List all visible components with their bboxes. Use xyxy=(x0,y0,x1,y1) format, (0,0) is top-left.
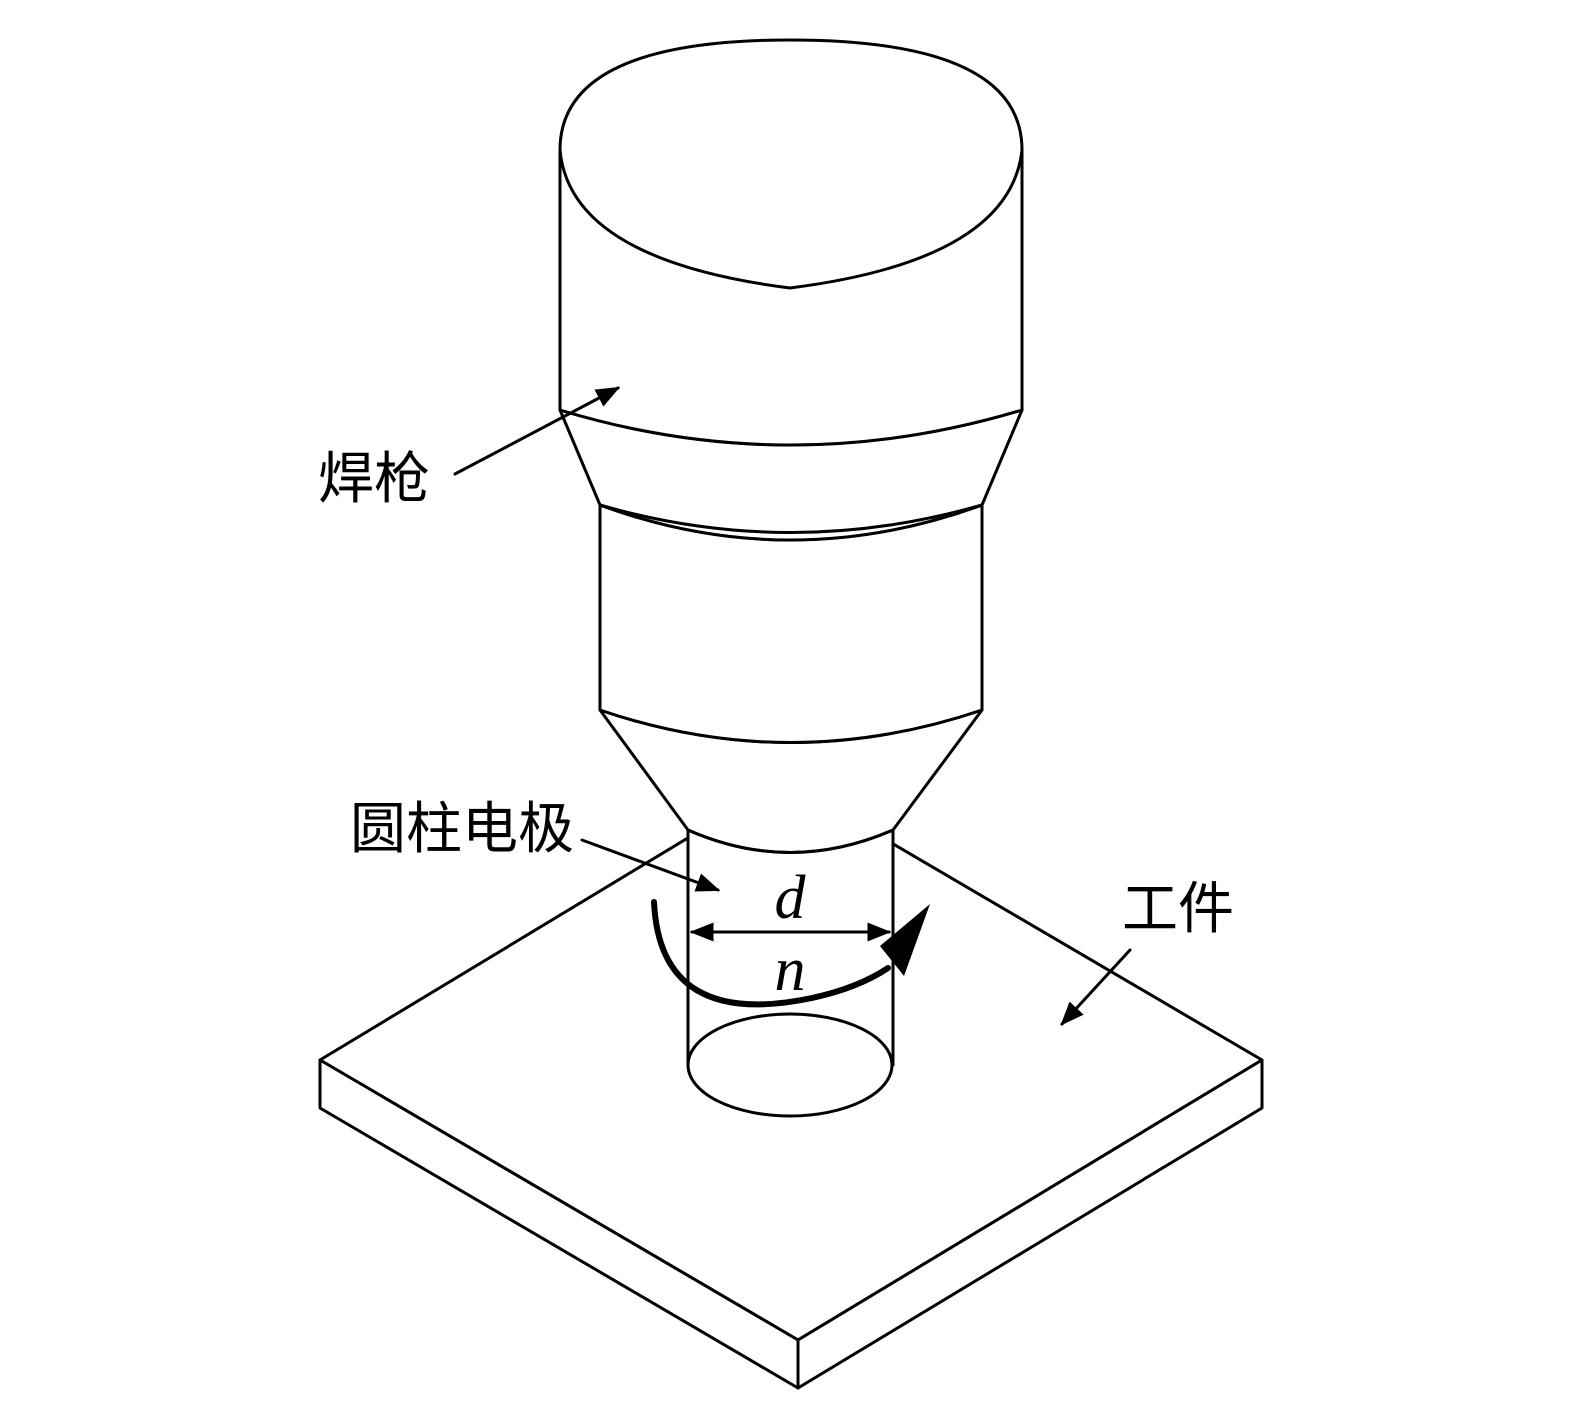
welding-torch xyxy=(558,38,1024,854)
torch-leader-arrow xyxy=(453,386,621,476)
electrode-label: 圆柱电极 xyxy=(350,797,574,862)
cylindrical-electrode xyxy=(686,828,895,1118)
rotation-arrow xyxy=(651,899,930,1008)
electrode-leader-arrow xyxy=(580,838,721,892)
diameter-label: d xyxy=(775,864,807,932)
torch-label: 焊枪 xyxy=(318,447,430,512)
rotation-label: n xyxy=(775,936,806,1004)
workpiece-leader-arrow xyxy=(1060,948,1132,1026)
workpiece-label: 工件 xyxy=(1122,877,1234,942)
